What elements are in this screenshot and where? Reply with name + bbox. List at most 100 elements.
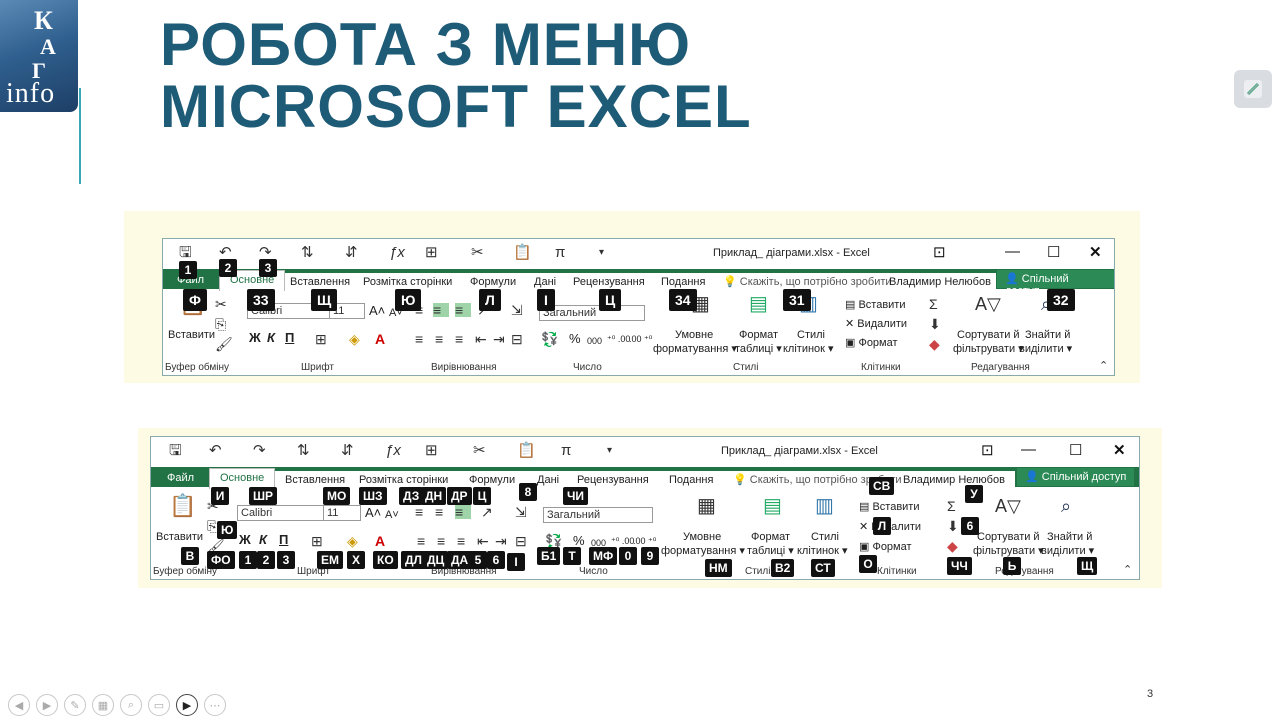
tab-insert[interactable]: Вставлення bbox=[285, 474, 346, 486]
sort-label-1[interactable]: Сортувати й bbox=[957, 329, 1020, 341]
find-label-2[interactable]: виділити ▾ bbox=[1041, 545, 1095, 557]
format-painter-icon[interactable]: 🖌 bbox=[215, 336, 233, 352]
indent-increase-icon[interactable]: ⇥ bbox=[493, 331, 505, 347]
fill-color-icon[interactable]: ◈ bbox=[347, 533, 358, 549]
sum-icon[interactable]: Σ bbox=[929, 296, 938, 312]
tab-review[interactable]: Рецензування bbox=[573, 276, 645, 288]
tab-insert[interactable]: Вставлення bbox=[290, 276, 351, 288]
border-icon[interactable]: ⊞ bbox=[315, 331, 327, 347]
increase-decimal-button[interactable]: ⁺⁰ .00 bbox=[611, 536, 635, 546]
cond-format-label-1[interactable]: Умовне bbox=[675, 329, 714, 341]
currency-icon[interactable]: 💱 bbox=[541, 331, 559, 347]
tab-data[interactable]: Дані bbox=[534, 276, 557, 288]
tab-review[interactable]: Рецензування bbox=[577, 474, 649, 486]
sort-label-1[interactable]: Сортувати й bbox=[977, 531, 1040, 543]
find-label-2[interactable]: виділити ▾ bbox=[1019, 343, 1073, 355]
maximize-icon[interactable]: ☐ bbox=[1069, 442, 1083, 459]
minimize-icon[interactable]: — bbox=[1021, 441, 1036, 458]
percent-button[interactable]: % bbox=[573, 533, 585, 548]
undo-icon[interactable]: ↶ bbox=[219, 244, 232, 261]
sort-icon[interactable]: A▽ bbox=[975, 294, 1001, 314]
align-left-icon[interactable]: ≡ bbox=[417, 533, 426, 549]
wrap-text-icon[interactable]: ⇲ bbox=[511, 302, 523, 318]
number-format-select[interactable]: Загальний bbox=[543, 507, 653, 523]
cond-format-icon[interactable]: ▦ bbox=[697, 495, 716, 517]
font-size-select[interactable]: 11 bbox=[329, 303, 365, 319]
tab-page-layout[interactable]: Розмітка сторінки bbox=[359, 474, 449, 486]
user-name[interactable]: Владимир Нелюбов bbox=[889, 276, 991, 288]
tab-file[interactable]: Файл bbox=[167, 472, 195, 484]
pi-icon[interactable]: π bbox=[555, 244, 566, 261]
grow-font-icon[interactable]: A˄ bbox=[365, 505, 382, 520]
indent-increase-icon[interactable]: ⇥ bbox=[495, 533, 507, 549]
format-painter-icon[interactable]: 🖌 bbox=[207, 538, 225, 554]
align-left-icon[interactable]: ≡ bbox=[415, 331, 424, 347]
thousands-button[interactable]: 000 bbox=[591, 538, 607, 548]
tab-view[interactable]: Подання bbox=[669, 474, 714, 486]
cut-icon[interactable]: ✂ bbox=[471, 244, 484, 261]
close-icon[interactable]: ✕ bbox=[1113, 442, 1126, 459]
clear-icon[interactable]: ◆ bbox=[947, 538, 958, 554]
delete-cells-button[interactable]: ✕ Видалити bbox=[845, 318, 908, 330]
wrap-text-icon[interactable]: ⇲ bbox=[515, 504, 527, 520]
find-label-1[interactable]: Знайти й bbox=[1025, 329, 1071, 341]
align-right-icon[interactable]: ≡ bbox=[455, 331, 464, 347]
cell-styles-label-1[interactable]: Стилі bbox=[797, 329, 825, 341]
cut-icon[interactable]: ✂ bbox=[473, 442, 486, 459]
tab-data[interactable]: Дані bbox=[537, 474, 560, 486]
cond-format-label-2[interactable]: форматування ▾ bbox=[653, 343, 737, 355]
pen-tool-button[interactable] bbox=[1234, 70, 1272, 108]
cell-styles-label-2[interactable]: клітинок ▾ bbox=[783, 343, 834, 355]
cell-styles-label-1[interactable]: Стилі bbox=[811, 531, 839, 543]
align-middle-icon[interactable]: ≡ bbox=[435, 504, 444, 520]
align-center-icon[interactable]: ≡ bbox=[437, 533, 446, 549]
function-icon[interactable]: ƒx bbox=[389, 244, 405, 261]
qat-sort-icon[interactable]: ⇵ bbox=[345, 244, 358, 261]
cond-format-label-1[interactable]: Умовне bbox=[683, 531, 722, 543]
ribbon-display-icon[interactable]: ⊡ bbox=[933, 244, 946, 261]
redo-icon[interactable]: ↷ bbox=[259, 244, 272, 261]
previous-slide-icon[interactable]: ◀ bbox=[8, 694, 30, 716]
fill-icon[interactable]: ⬇ bbox=[929, 316, 941, 332]
indent-decrease-icon[interactable]: ⇤ bbox=[475, 331, 487, 347]
subtitles-icon[interactable]: ▭ bbox=[148, 694, 170, 716]
tab-page-layout[interactable]: Розмітка сторінки bbox=[363, 276, 453, 288]
align-top-icon[interactable]: ≡ bbox=[415, 504, 424, 520]
qat-tool-icon[interactable]: ⇅ bbox=[297, 442, 310, 459]
paste-button[interactable]: Вставити bbox=[156, 531, 204, 543]
camera-icon[interactable]: ▶ bbox=[176, 694, 198, 716]
tab-formulas[interactable]: Формули bbox=[470, 276, 517, 288]
paste-icon[interactable]: 📋 bbox=[169, 493, 197, 518]
maximize-icon[interactable]: ☐ bbox=[1047, 244, 1061, 261]
font-color-icon[interactable]: A bbox=[375, 533, 386, 549]
grow-font-icon[interactable]: A˄ bbox=[369, 303, 386, 318]
cond-format-label-2[interactable]: форматування ▾ bbox=[661, 545, 745, 557]
font-size-select[interactable]: 11 bbox=[323, 505, 361, 521]
table-format-label-2[interactable]: таблиці ▾ bbox=[735, 343, 782, 355]
undo-icon[interactable]: ↶ bbox=[209, 442, 222, 459]
share-button[interactable]: 👤 Спільний доступ bbox=[1017, 468, 1135, 486]
paste-button[interactable]: Вставити bbox=[168, 329, 216, 341]
user-name[interactable]: Владимир Нелюбов bbox=[903, 474, 1005, 486]
borders-icon[interactable]: ⊞ bbox=[425, 244, 438, 261]
find-label-1[interactable]: Знайти й bbox=[1047, 531, 1093, 543]
save-icon[interactable]: 🖫 bbox=[169, 442, 182, 459]
zoom-icon[interactable]: ⌕ bbox=[120, 694, 142, 716]
tab-formulas[interactable]: Формули bbox=[469, 474, 516, 486]
shrink-font-icon[interactable]: A˅ bbox=[385, 509, 399, 521]
more-options-icon[interactable]: ⋯ bbox=[204, 694, 226, 716]
cell-styles-label-2[interactable]: клітинок ▾ bbox=[797, 545, 848, 557]
slides-grid-icon[interactable]: ▦ bbox=[92, 694, 114, 716]
find-icon[interactable]: ⌕ bbox=[1041, 295, 1051, 313]
sum-icon[interactable]: Σ bbox=[947, 498, 956, 514]
copy-icon[interactable]: ⎘ bbox=[207, 518, 219, 534]
fill-color-icon[interactable]: ◈ bbox=[349, 331, 360, 347]
cell-styles-icon[interactable]: ▥ bbox=[815, 495, 834, 517]
qat-sort-icon[interactable]: ⇵ bbox=[341, 442, 354, 459]
align-center-icon[interactable]: ≡ bbox=[435, 331, 444, 347]
borders-icon[interactable]: ⊞ bbox=[425, 442, 438, 459]
cut-small-icon[interactable]: ✂ bbox=[207, 498, 219, 514]
table-format-icon[interactable]: ▤ bbox=[763, 495, 782, 517]
clipboard-icon[interactable]: 📋 bbox=[517, 442, 536, 459]
ribbon-display-icon[interactable]: ⊡ bbox=[981, 442, 994, 459]
